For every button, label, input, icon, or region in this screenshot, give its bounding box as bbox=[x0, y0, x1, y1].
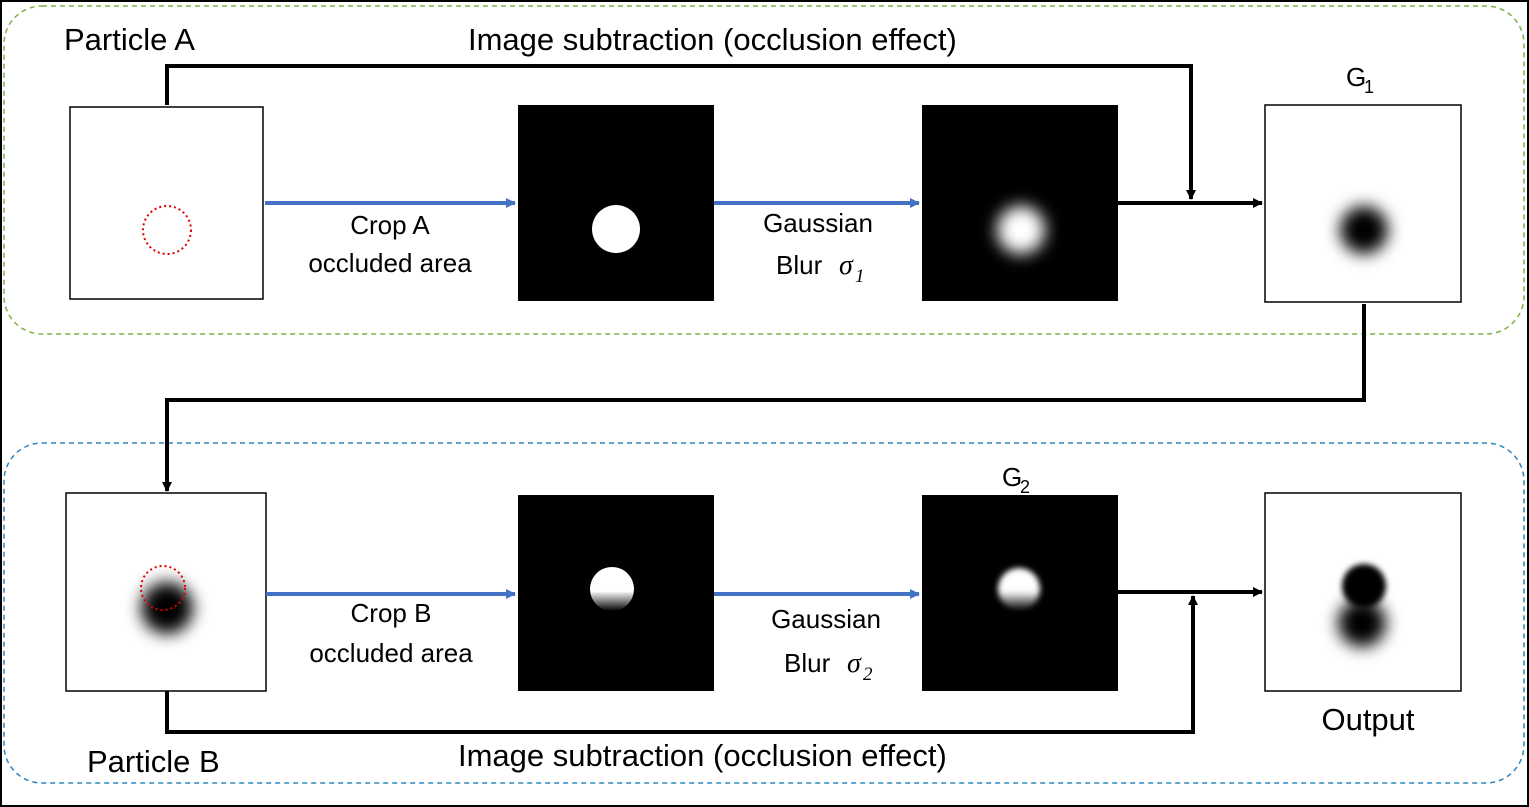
crop-b-cap bbox=[590, 567, 634, 611]
blur-a-label-line1: Gaussian bbox=[763, 208, 873, 238]
g1-shadow bbox=[1340, 206, 1388, 254]
output-shadow-lower bbox=[1338, 599, 1386, 647]
g1-label: G bbox=[1346, 62, 1366, 92]
blur-a-sigma: σ bbox=[839, 250, 854, 281]
g1-label-sub: 1 bbox=[1364, 77, 1374, 97]
blur-b-label-line1: Gaussian bbox=[771, 604, 881, 634]
crop-b-label-line2: occluded area bbox=[309, 638, 473, 668]
crop-a-image bbox=[518, 105, 714, 301]
crop-b-label-line1: Crop B bbox=[351, 598, 432, 628]
blur-b-sigma-sub: 2 bbox=[863, 664, 873, 685]
output-shadow-upper bbox=[1342, 564, 1386, 608]
blur-b-glow bbox=[998, 568, 1040, 610]
particle-a-label: Particle A bbox=[64, 22, 195, 57]
blur-b-sigma: σ bbox=[847, 648, 862, 679]
arrow-subtraction-a bbox=[165, 64, 1196, 200]
blur-a-sigma-sub: 1 bbox=[855, 266, 865, 287]
top-group-border bbox=[3, 5, 1525, 335]
output-label: Output bbox=[1321, 702, 1414, 737]
crop-a-label-line1: Crop A bbox=[350, 210, 430, 240]
occluded-area-circle-a bbox=[142, 205, 192, 255]
occluded-area-circle-b bbox=[140, 565, 186, 611]
blur-b-label-word: Blur bbox=[784, 648, 831, 678]
bottom-group-border bbox=[3, 442, 1525, 784]
bottom-subtraction-label: Image subtraction (occlusion effect) bbox=[458, 738, 947, 773]
particle-b-label: Particle B bbox=[87, 744, 220, 779]
top-subtraction-label: Image subtraction (occlusion effect) bbox=[468, 22, 957, 57]
g2-label-sub: 2 bbox=[1020, 477, 1030, 497]
blur-a-image bbox=[922, 105, 1118, 301]
crop-a-label-line2: occluded area bbox=[308, 248, 472, 278]
particle-a-image bbox=[69, 106, 264, 300]
blur-a-label-word: Blur bbox=[776, 250, 823, 280]
arrow-subtraction-b bbox=[165, 595, 1198, 734]
crop-a-disk bbox=[592, 205, 640, 253]
blur-a-glow bbox=[997, 206, 1045, 254]
arrow-g1-to-particle-b bbox=[162, 304, 1366, 492]
g2-label: G bbox=[1002, 462, 1022, 492]
particle-b-shadow bbox=[141, 582, 193, 634]
g1-image bbox=[1264, 104, 1462, 303]
